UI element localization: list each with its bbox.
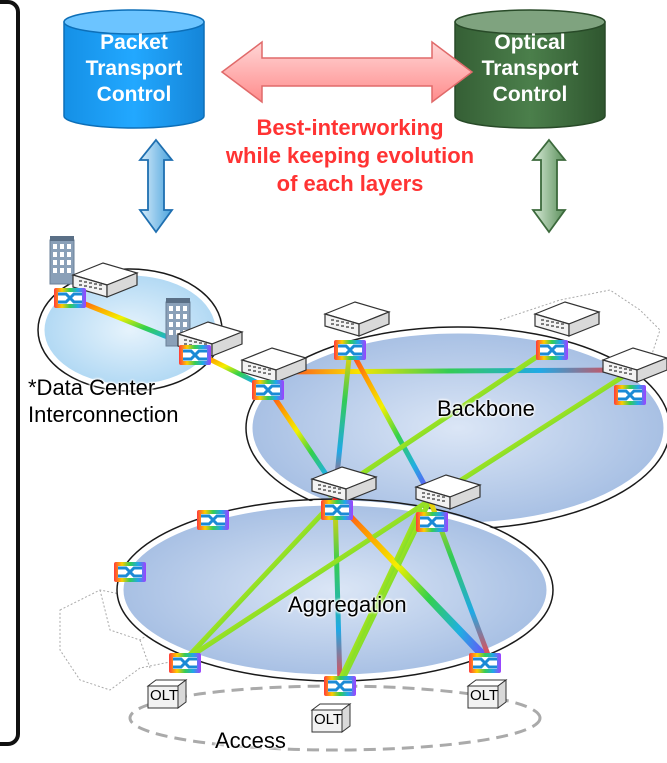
packet-control-line-1: Packet [100,31,168,54]
optical-control-line-2: Transport [481,57,579,80]
building-icon [49,235,75,285]
optical-cross-connect-icon [52,286,88,310]
optical-cross-connect-icon [534,338,570,362]
packet-control-label: Packet Transport Control [64,30,204,108]
olt-label-center: OLT [313,711,343,728]
interworking-line-1: Best-interworking [256,115,444,140]
backbone-label: Backbone [437,396,535,421]
data-center-line-1: *Data Center [28,375,156,400]
optical-control-line-3: Control [492,83,568,106]
olt-label-left: OLT [149,687,179,704]
optical-cross-connect-icon [414,510,450,534]
optical-vertical-arrow [531,138,567,234]
packet-control-cylinder [63,9,205,129]
optical-cross-connect-icon [467,651,503,675]
packet-control-line-2: Transport [85,57,183,80]
olt-label-right: OLT [469,687,499,704]
packet-vertical-arrow [138,138,174,234]
rainbow-links [67,295,633,688]
optical-cross-connect-icon [250,378,286,402]
left-panel-frame [0,0,20,746]
packet-switch-icon [534,301,600,337]
optical-cross-connect-icon [332,338,368,362]
data-center-line-2: Interconnection [28,402,179,427]
optical-control-line-1: Optical [494,31,566,54]
packet-switch-icon [324,301,390,337]
optical-cross-connect-icon [322,674,358,698]
optical-cross-connect-icon [167,651,203,675]
optical-cross-connect-icon [195,508,231,532]
optical-cross-connect-icon [319,498,355,522]
aggregation-label: Aggregation [288,592,407,617]
optical-control-cylinder [454,9,606,129]
optical-cross-connect-icon [177,343,213,367]
optical-control-label: Optical Transport Control [455,30,605,108]
optical-cross-connect-icon [612,383,648,407]
interworking-arrow [220,40,474,104]
interworking-line-2: while keeping evolution [225,143,475,168]
interworking-line-3: of each layers [276,171,424,196]
access-label: Access [215,728,286,753]
packet-control-line-3: Control [96,83,172,106]
optical-cross-connect-icon [112,560,148,584]
data-center-label: *Data Center Interconnection [28,374,178,428]
interworking-note: Best-interworking while keeping evolutio… [165,114,535,198]
